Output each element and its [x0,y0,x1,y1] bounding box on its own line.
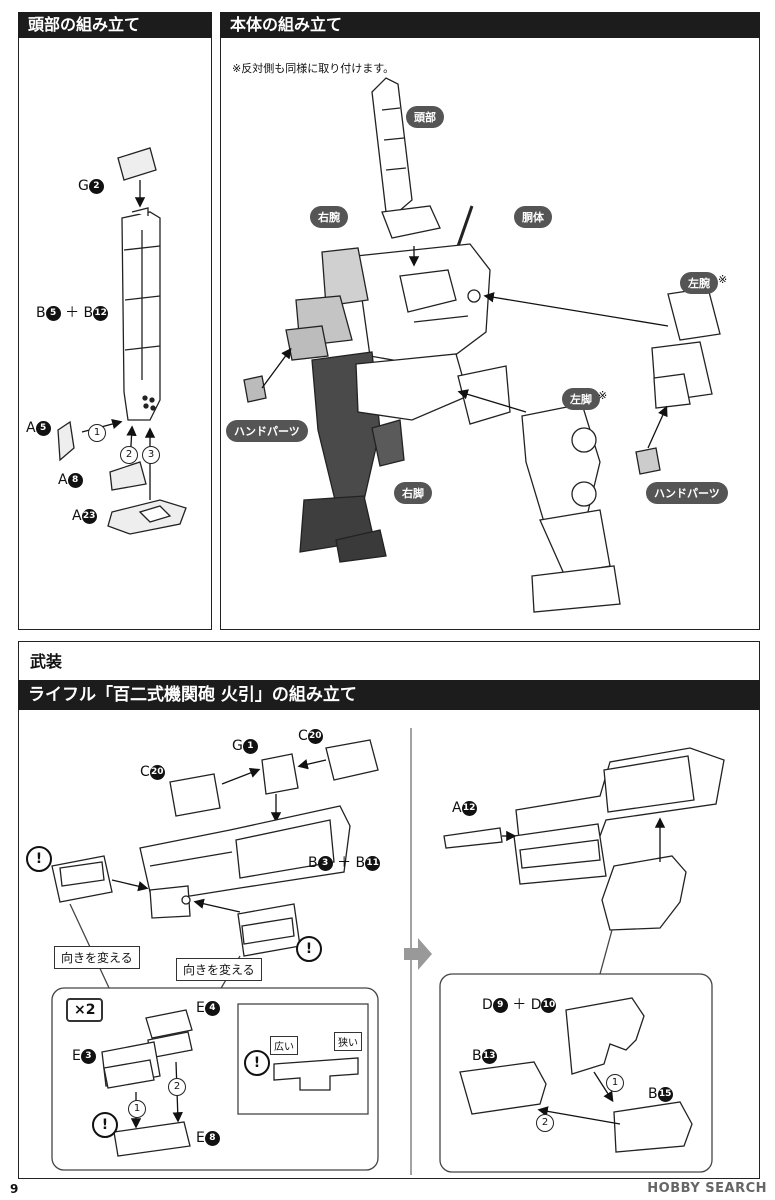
label-torso: 胴体 [514,206,552,228]
label-right-arm: 右腕 [310,206,348,228]
left-leg-note-mark: ※ [598,389,608,402]
label-hand-parts-right: ハンドパーツ [646,482,728,504]
step-3: 3 [142,446,160,464]
part-a12: A12 [452,800,477,816]
label-left-arm: 左腕 [680,272,718,294]
step-2: 2 [168,1078,186,1096]
watermark: HOBBY SEARCH [647,1181,767,1196]
wide-label: 広い [270,1036,298,1055]
narrow-label: 狭い [334,1032,362,1051]
part-c20-top: C20 [298,728,323,744]
weapons-label: 武装 [30,652,63,671]
body-drawings [243,77,721,613]
page-number: 9 [10,1182,19,1196]
mirror-note: ※反対側も同様に取り付けます。 [232,62,395,75]
step-1: 1 [606,1074,624,1092]
head-assembly-title: 頭部の組み立て [18,12,212,38]
warning-icon: ! [244,1050,270,1076]
warning-icon: ! [296,936,322,962]
label-hand-parts-left: ハンドパーツ [226,420,308,442]
quantity-x2-badge: ×2 [66,998,104,1022]
turn-direction-tag-1: 向きを変える [54,946,140,969]
warning-icon: ! [92,1112,118,1138]
part-c20-left: C20 [140,764,165,780]
step-2: 2 [120,446,138,464]
rifle-assembly-title: ライフル「百二式機関砲 火引」の組み立て [18,680,760,710]
part-b13: B13 [472,1048,497,1064]
step-1: 1 [128,1100,146,1118]
step-2: 2 [536,1114,554,1132]
turn-direction-tag-2: 向きを変える [176,958,262,981]
left-arm-note-mark: ※ [718,273,728,286]
warning-icon: ! [26,846,52,872]
part-a23: A23 [72,508,97,524]
head-drawings [57,147,187,535]
part-b15: B15 [648,1086,673,1102]
rifle-drawings [51,728,725,1175]
step-1: 1 [88,424,106,442]
body-assembly-title: 本体の組み立て [220,12,760,38]
label-left-leg: 左脚 [562,388,600,410]
label-head: 頭部 [406,106,444,128]
label-right-leg: 右脚 [394,482,432,504]
